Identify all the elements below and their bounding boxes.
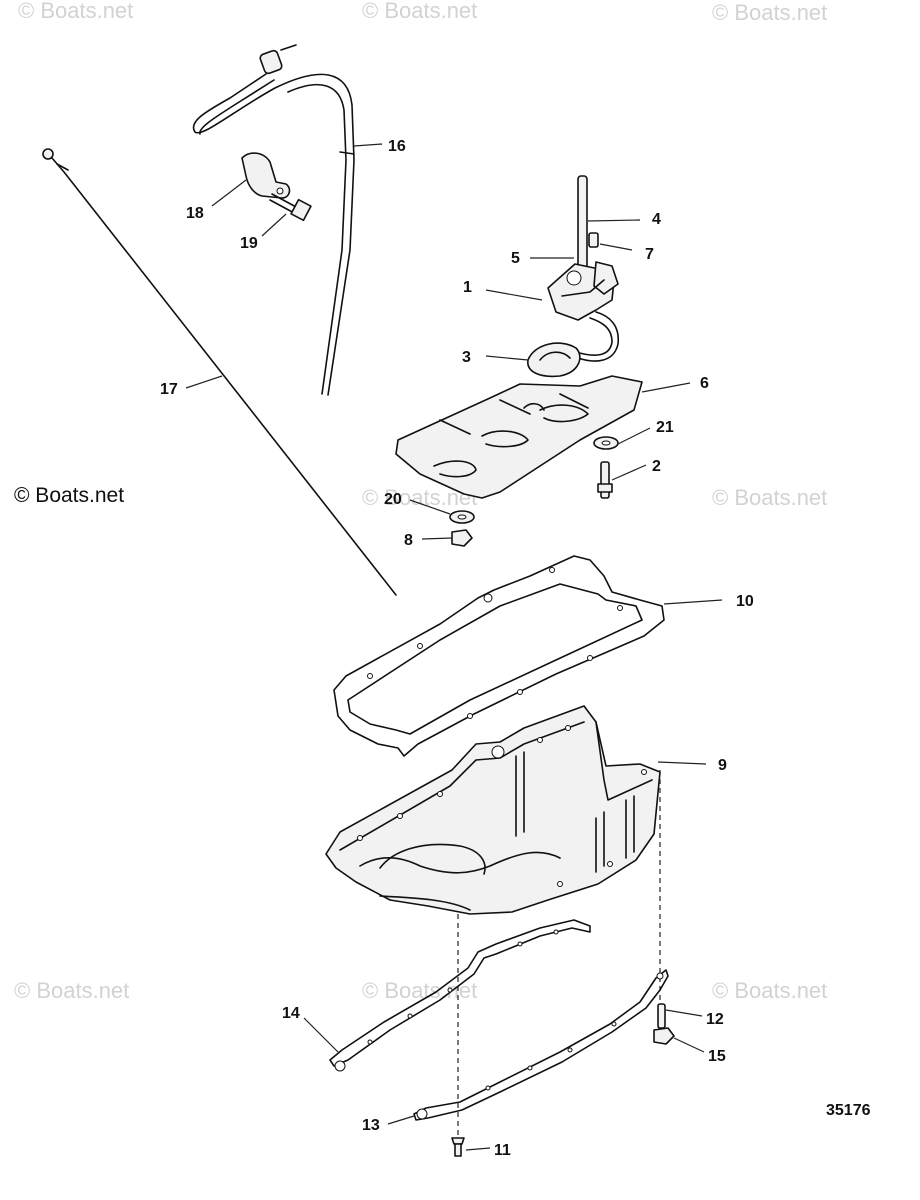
- watermark: © Boats.net: [18, 0, 133, 23]
- watermark: © Boats.net: [362, 978, 477, 1003]
- callout-18: 18: [186, 205, 204, 222]
- watermarks: © Boats.net © Boats.net © Boats.net © Bo…: [14, 0, 827, 1003]
- leader-13: [387, 1115, 415, 1125]
- watermark: © Boats.net: [362, 0, 477, 23]
- callout-labels: 1 2 3 4 5 6 7 8 9 10 11 12 13 14 15 16 1…: [160, 138, 754, 1159]
- part-pin: [588, 232, 599, 248]
- leader-14: [303, 1017, 339, 1053]
- leader-17: [185, 375, 223, 389]
- part-screw-11: [451, 1137, 465, 1157]
- part-clamp: [241, 152, 291, 199]
- leader-lines: [185, 143, 723, 1151]
- leader-9: [657, 761, 707, 765]
- callout-20: 20: [384, 491, 402, 508]
- callout-1: 1: [463, 279, 472, 296]
- leader-7: [599, 243, 633, 251]
- callout-16: 16: [388, 138, 406, 155]
- part-nut-15: [653, 1027, 675, 1045]
- part-rear-seal: [329, 919, 591, 1072]
- part-oil-pump: [547, 261, 620, 362]
- callout-5: 5: [511, 250, 520, 267]
- watermark: © Boats.net: [712, 0, 827, 25]
- part-pan-gasket: [333, 555, 665, 757]
- part-dipstick: [42, 148, 397, 596]
- figure-number: 35176: [826, 1102, 871, 1119]
- leader-18: [211, 179, 247, 207]
- callout-17: 17: [160, 381, 178, 398]
- callout-12: 12: [706, 1011, 724, 1028]
- leader-6: [641, 382, 691, 393]
- leader-19: [261, 213, 287, 237]
- callout-10: 10: [736, 593, 754, 610]
- leader-2: [611, 464, 647, 481]
- copyright-credit: © Boats.net: [14, 484, 125, 507]
- part-oil-pan: [325, 705, 661, 915]
- part-washer-20: [449, 510, 475, 524]
- leader-11: [465, 1147, 491, 1151]
- watermark: © Boats.net: [14, 978, 129, 1003]
- callout-21: 21: [656, 419, 674, 436]
- callout-8: 8: [404, 532, 413, 549]
- callout-2: 2: [652, 458, 661, 475]
- part-dipstick-tube: [192, 44, 355, 396]
- callout-11: 11: [494, 1142, 511, 1159]
- callout-7: 7: [645, 246, 654, 263]
- part-washer-21: [593, 436, 619, 450]
- callout-19: 19: [240, 235, 258, 252]
- leader-10: [663, 599, 723, 605]
- callout-15: 15: [708, 1048, 726, 1065]
- leader-4: [587, 219, 641, 222]
- leader-21: [617, 427, 651, 445]
- leader-12: [665, 1009, 703, 1017]
- watermark: © Boats.net: [712, 485, 827, 510]
- part-stud: [597, 461, 613, 499]
- callout-6: 6: [700, 375, 709, 392]
- part-stud-12: [657, 1003, 666, 1029]
- leader-3: [485, 355, 529, 361]
- watermark: © Boats.net: [712, 978, 827, 1003]
- callout-9: 9: [718, 757, 727, 774]
- part-pickup-screen: [527, 342, 581, 378]
- callout-4: 4: [652, 211, 661, 228]
- part-bolt-19: [269, 193, 312, 222]
- callout-14: 14: [282, 1005, 300, 1022]
- callout-3: 3: [462, 349, 471, 366]
- leader-20: [409, 499, 451, 515]
- leader-8: [421, 537, 453, 540]
- part-windage-tray: [395, 375, 643, 499]
- leader-1: [485, 289, 543, 301]
- alignment-lines: [457, 770, 661, 1138]
- part-nut-8: [451, 529, 473, 547]
- part-front-seal: [413, 969, 669, 1121]
- leader-16: [353, 143, 383, 147]
- callout-13: 13: [362, 1117, 380, 1134]
- leader-15: [673, 1037, 705, 1053]
